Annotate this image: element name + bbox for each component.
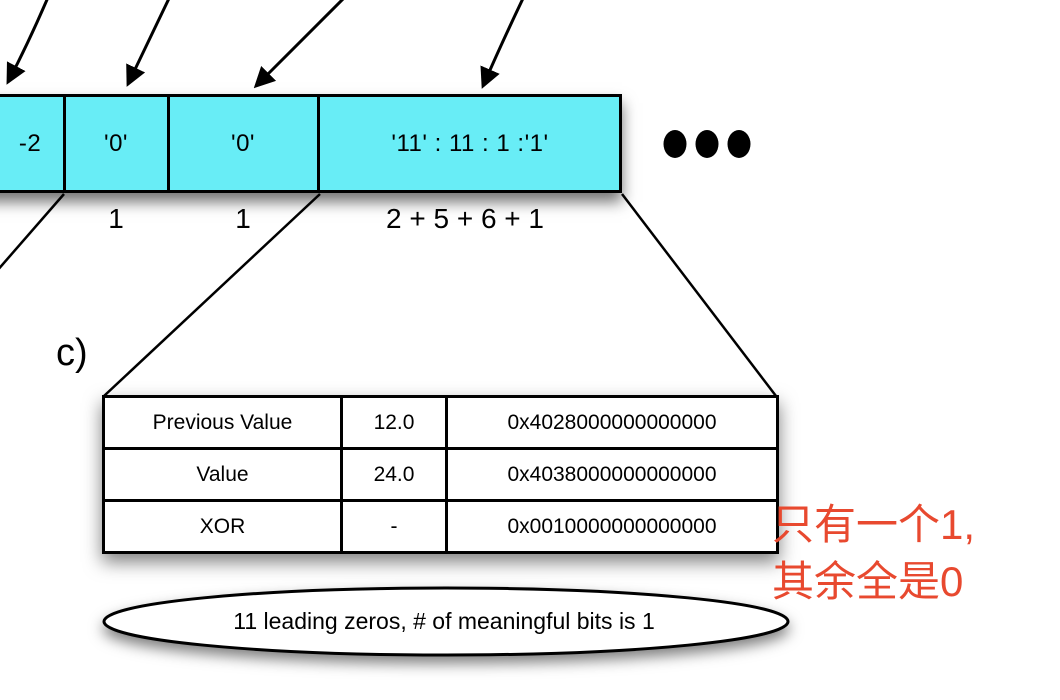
- row-value-cell: 12.0: [340, 395, 448, 450]
- row-name-cell: Previous Value: [102, 395, 343, 450]
- row-value-cell: 24.0: [340, 447, 448, 502]
- callout-ellipse: [102, 586, 790, 657]
- row-hex-cell: 0x0010000000000000: [445, 499, 779, 554]
- red-annotation-line: 只有一个1,: [772, 501, 976, 548]
- bit-box-label-control-0: '0': [103, 129, 128, 157]
- row-value-cell: -: [340, 499, 448, 554]
- ellipsis-dots-icon: [663, 130, 751, 158]
- red-annotation: 只有一个1, 其余全是0: [772, 496, 1058, 610]
- row-hex-cell: 0x4038000000000000: [445, 447, 779, 502]
- bits-count-label: 1: [108, 203, 124, 234]
- callout-text: 11 leading zeros, # of meaningful bits i…: [233, 608, 655, 634]
- pointer-arrow-icon: [253, 0, 345, 89]
- bit-box-divider: [167, 96, 170, 191]
- bit-box-label-control-0b: '0': [230, 129, 255, 157]
- pointer-arrow-icon: [6, 0, 49, 85]
- bit-box-divider: [63, 96, 66, 191]
- table-row: Previous Value 12.0 0x4028000000000000: [102, 395, 779, 450]
- xor-table: Previous Value 12.0 0x4028000000000000 V…: [102, 395, 779, 554]
- zoom-guide-line: [103, 193, 321, 397]
- bit-sequence-strip: [0, 94, 622, 193]
- section-label: c): [56, 332, 88, 374]
- zoom-guide-line: [0, 193, 65, 270]
- row-hex-cell: 0x4028000000000000: [445, 395, 779, 450]
- pointer-arrow-icon: [480, 0, 524, 89]
- zoom-guide-line: [621, 193, 777, 397]
- red-annotation-line: 其余全是0: [772, 558, 964, 605]
- pointer-arrow-icon: [126, 0, 170, 87]
- table-row: Value 24.0 0x4038000000000000: [102, 447, 779, 502]
- row-name-cell: XOR: [102, 499, 343, 554]
- bit-box-divider: [317, 96, 320, 191]
- bits-count-label: 1: [235, 203, 251, 234]
- table-row: XOR - 0x0010000000000000: [102, 499, 779, 554]
- bit-box-label-xor-encoding: '11' : 11 : 1 :'1': [391, 129, 549, 157]
- row-name-cell: Value: [102, 447, 343, 502]
- bit-box-label-timestamp: -2: [18, 129, 42, 157]
- bits-count-label: 2 + 5 + 6 + 1: [385, 203, 545, 234]
